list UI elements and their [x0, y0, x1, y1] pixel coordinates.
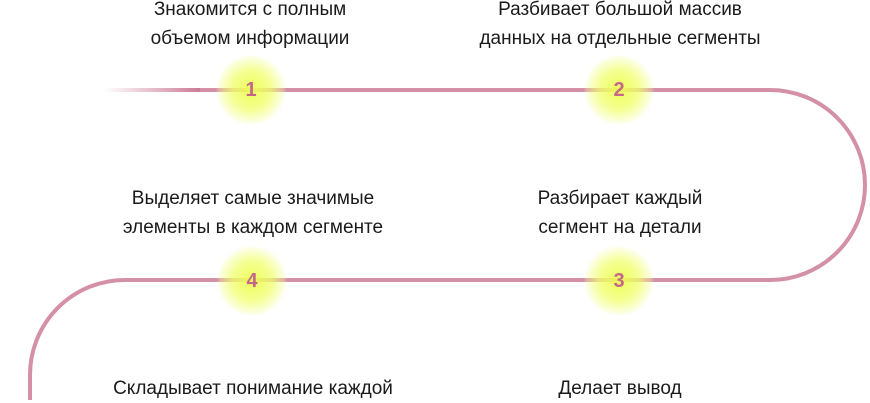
step-3-marker: 3 — [584, 246, 654, 316]
step-2-marker: 2 — [584, 55, 654, 125]
step-5-caption: Складывает понимание каждой — [113, 378, 393, 399]
step-1-marker: 1 — [216, 55, 286, 125]
step-4-marker: 4 — [217, 246, 287, 316]
track-path — [28, 88, 867, 400]
step-6-caption: Делает вывод — [558, 378, 682, 399]
